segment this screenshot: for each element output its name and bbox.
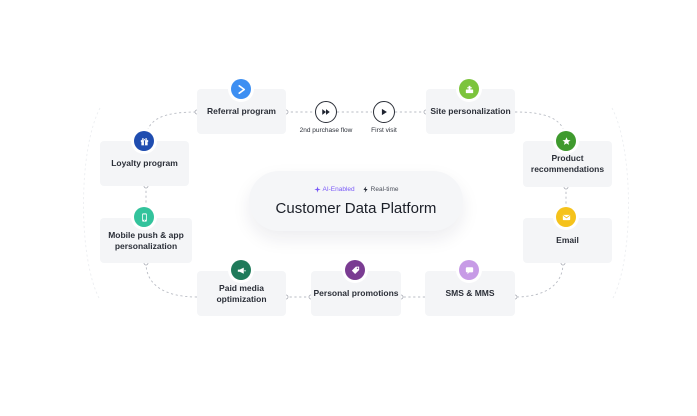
site-icon: [459, 79, 479, 99]
flow-label-first-visit: First visit: [371, 127, 397, 134]
node-label: Mobile push & app personalization: [108, 229, 184, 251]
tag-icon: [345, 260, 365, 280]
fast-forward-button[interactable]: [315, 101, 337, 123]
gift-icon: [134, 131, 154, 151]
node-label: Email: [556, 235, 579, 245]
fast-forward-icon: [322, 109, 330, 115]
play-icon: [381, 108, 387, 116]
chat-icon: [459, 260, 479, 280]
sparkle-icon: [313, 186, 321, 193]
megaphone-icon: [231, 260, 251, 280]
customer-data-platform-card: AI-Enabled Real-time Customer Data Platf…: [249, 171, 463, 231]
real-time-label: Real-time: [370, 186, 399, 193]
ai-enabled-label: AI-Enabled: [322, 186, 355, 193]
node-label: Personal promotions: [313, 288, 399, 298]
node-label: Referral program: [207, 106, 276, 116]
node-label: Product recommendations: [530, 153, 605, 174]
real-time-tag: Real-time: [362, 186, 399, 193]
node-label: Site personalization: [430, 106, 511, 116]
lightning-icon: [363, 186, 368, 193]
ai-enabled-tag: AI-Enabled: [313, 186, 355, 193]
node-label: Paid media optimization: [216, 282, 267, 304]
flow-label-second-purchase: 2nd purchase flow: [299, 127, 353, 134]
node-label: Loyalty program: [111, 158, 178, 168]
star-icon: [556, 131, 576, 151]
mail-icon: [556, 207, 576, 227]
center-title: Customer Data Platform: [275, 200, 437, 217]
node-label: SMS & MMS: [445, 288, 495, 298]
center-tags: AI-Enabled Real-time: [249, 186, 463, 193]
arrow-icon: [231, 79, 251, 99]
play-button[interactable]: [373, 101, 395, 123]
phone-icon: [134, 207, 154, 227]
